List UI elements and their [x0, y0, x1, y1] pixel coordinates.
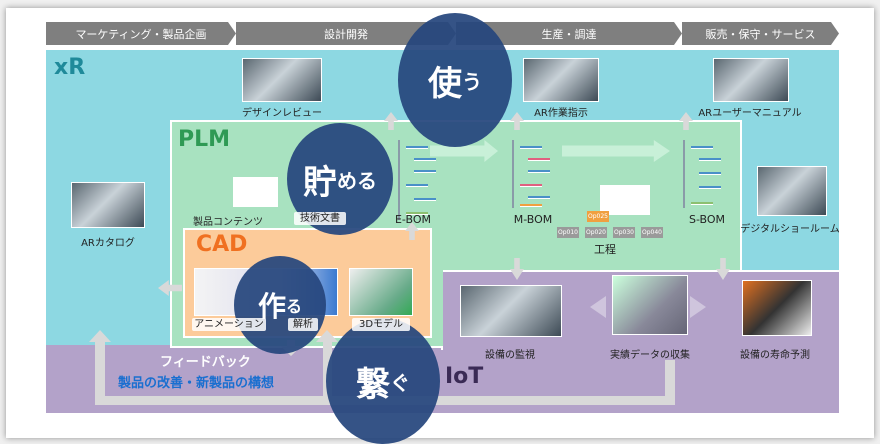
- feedback-title: フィードバック: [160, 355, 251, 370]
- cad-label: 解析: [288, 318, 318, 331]
- iot-label: 実績データの収集: [610, 350, 690, 361]
- product-content-image: [233, 177, 278, 207]
- plm-title: PLM: [178, 127, 231, 152]
- xr-title: xR: [54, 55, 86, 80]
- make-verb: 作: [257, 290, 286, 323]
- ar-catalog-image: [71, 182, 145, 228]
- monitoring-image: [460, 285, 562, 337]
- iot-label: 設備の監視: [485, 350, 535, 361]
- sbom-tree: [683, 140, 723, 208]
- connect-verb: 繋: [356, 364, 390, 405]
- sbom-label: S-BOM: [688, 213, 726, 226]
- mbom-label: M-BOM: [513, 213, 553, 226]
- iot-title: IoT: [445, 364, 484, 389]
- process-label: 工程: [594, 243, 616, 256]
- design-review-image: [242, 58, 322, 102]
- showroom-image: [757, 166, 827, 216]
- ebom-label: E-BOM: [394, 213, 432, 226]
- gantt-image: [600, 185, 650, 215]
- right-arrow: [562, 140, 670, 162]
- phase-production: 生産・調達: [456, 22, 682, 45]
- ebom-tree: [398, 140, 438, 220]
- operation-box: Op025: [587, 211, 609, 222]
- 3d-model-image: [349, 268, 413, 316]
- use-circle: 使う: [398, 13, 512, 147]
- cad-label: 3Dモデル: [352, 318, 410, 331]
- connect-kana: ぐ: [390, 370, 410, 395]
- iot-label: 設備の寿命予測: [740, 350, 810, 361]
- phase-service: 販売・保守・サービス: [682, 22, 839, 45]
- feedback-subtitle: 製品の改善・新製品の構想: [118, 376, 275, 391]
- phase-marketing: マーケティング・製品企画: [46, 22, 236, 45]
- make-kana: る: [286, 297, 303, 316]
- store-verb: 貯: [303, 162, 337, 203]
- feedback-line: [665, 360, 675, 405]
- operation-box: Op030: [613, 227, 635, 238]
- cad-label: アニメーション: [192, 318, 266, 331]
- data-collection-image: [612, 275, 688, 335]
- feedback-line: [95, 338, 105, 404]
- xr-label: ARユーザーマニュアル: [698, 108, 802, 119]
- mbom-tree: [512, 140, 552, 208]
- operation-box: Op040: [641, 227, 663, 238]
- operation-box: Op010: [557, 227, 579, 238]
- ar-manual-image: [713, 58, 789, 102]
- xr-label: AR作業指示: [534, 108, 588, 119]
- connect-circle: 繋ぐ: [326, 318, 440, 444]
- life-prediction-image: [742, 280, 812, 336]
- store-kana: める: [337, 168, 377, 193]
- xr-label: デザインレビュー: [242, 108, 322, 119]
- operation-box: Op020: [585, 227, 607, 238]
- xr-label: デジタルショールーム: [740, 224, 840, 235]
- plm-label: 製品コンテンツ: [193, 217, 263, 228]
- make-circle: 作る: [234, 256, 326, 354]
- xr-label: ARカタログ: [81, 238, 135, 249]
- use-verb: 使: [428, 63, 462, 104]
- cad-title: CAD: [196, 232, 248, 257]
- use-kana: う: [462, 69, 482, 94]
- phase-design: 設計開発: [236, 22, 456, 45]
- plm-label: 技術文書: [294, 212, 346, 225]
- ar-work-image: [523, 58, 599, 102]
